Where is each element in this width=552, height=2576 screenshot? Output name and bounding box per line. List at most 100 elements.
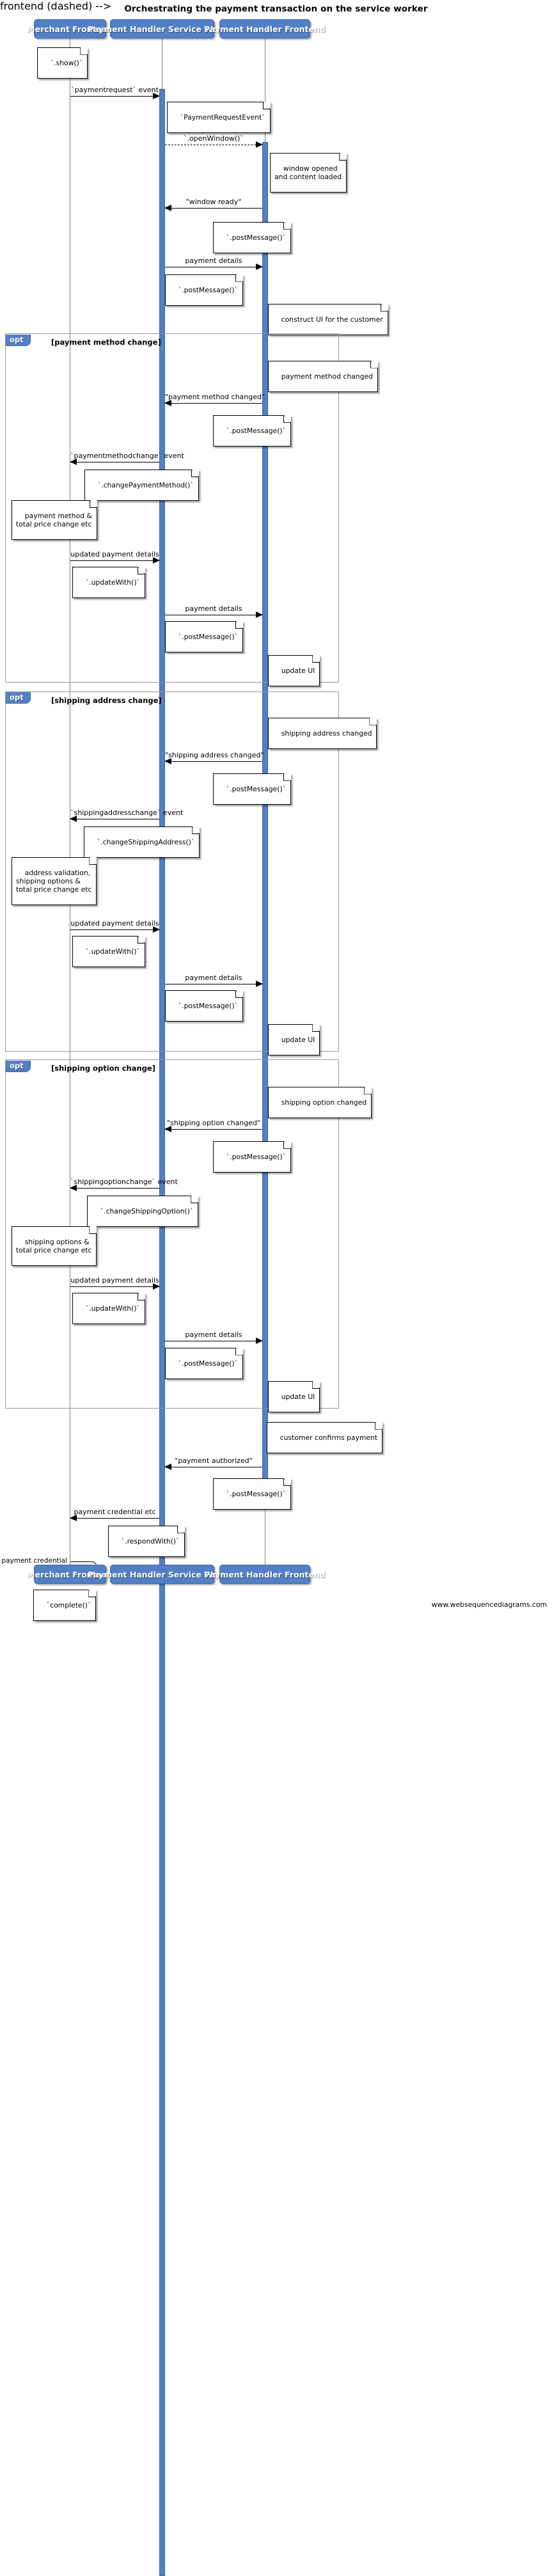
note-show: `.show()`	[37, 47, 88, 79]
footer-watermark: www.websequencediagrams.com	[431, 1600, 547, 1609]
message-shipping-option-changed: "shipping option changed"	[164, 1119, 262, 1133]
note-respond-with: `.respondWith()`	[108, 1525, 185, 1557]
note-text: `.updateWith()`	[85, 947, 140, 956]
note-update-ui-1: update UI	[268, 655, 320, 687]
actor-merchant-frontend-top[interactable]: Merchant Frontend	[27, 19, 113, 38]
note-text: `.updateWith()`	[85, 1304, 140, 1313]
note-text: `.postMessage()`	[178, 1359, 239, 1368]
note-text: `.respondWith()`	[121, 1537, 180, 1545]
fragment-label-opt-3: [shipping option change]	[51, 1064, 155, 1073]
note-change-shipping-option: `.changeShippingOption()`	[87, 1196, 199, 1228]
note-post-message-1: `.postMessage()`	[213, 221, 292, 253]
note-text: `.postMessage()`	[178, 1002, 239, 1011]
message-label: updated payment details	[70, 919, 159, 928]
note-update-ui-3: update UI	[268, 1381, 320, 1413]
note-text: `.postMessage()`	[226, 1152, 287, 1161]
note-text: `.postMessage()`	[226, 1490, 287, 1499]
message-label: validate payment credential	[0, 1557, 67, 1565]
note-construct-ui: construct UI for the customer	[268, 303, 388, 335]
message-shipping-address-changed: "shipping address changed"	[164, 751, 264, 764]
note-window-opened: window opened and content loaded	[270, 153, 347, 193]
note-shipping-options-total-price: shipping options & total price change et…	[12, 1226, 97, 1267]
note-text: `.changePaymentMethod()`	[97, 481, 194, 490]
fragment-tab-opt-2: opt	[6, 692, 31, 704]
message-label: `shippingoptionchange` event	[70, 1178, 178, 1187]
note-text: `.postMessage()`	[226, 784, 287, 793]
note-text: `.postMessage()`	[178, 633, 239, 642]
actor-label: Payment Handler Frontend	[204, 1569, 326, 1579]
note-text: `.postMessage()`	[226, 233, 287, 242]
note-shipping-address-changed: shipping address changed	[268, 717, 377, 749]
actor-label: Payment Handler Frontend	[204, 24, 326, 34]
note-text: customer confirms payment	[280, 1433, 378, 1442]
message-label: `.openWindow()`	[184, 134, 244, 143]
note-customer-confirms-payment: customer confirms payment	[267, 1421, 383, 1453]
note-complete: `complete()`	[33, 1590, 97, 1622]
message-label: "shipping address changed"	[165, 750, 264, 759]
actor-payment-handler-frontend-bottom[interactable]: Payment Handler Frontend	[204, 1565, 326, 1584]
note-text: payment method changed	[281, 372, 373, 381]
fragment-opt-payment-method-change	[5, 333, 339, 683]
note-change-shipping-address: `.changeShippingAddress()`	[84, 826, 200, 858]
actor-payment-handler-frontend-top[interactable]: Payment Handler Frontend	[204, 19, 326, 38]
note-text: shipping option changed	[281, 1098, 367, 1107]
fragment-tab-opt-1: opt	[6, 334, 31, 346]
fragment-label-opt-1: [payment method change]	[51, 338, 161, 347]
message-paymentrequest-event: `paymentrequest` event	[70, 86, 160, 100]
fragment-tab-opt-3: opt	[6, 1060, 31, 1072]
note-update-ui-2: update UI	[268, 1024, 320, 1056]
note-post-message-5: `.postMessage()`	[213, 773, 292, 805]
message-label: `shippingaddresschange` event	[70, 809, 184, 818]
message-label: "payment method changed"	[165, 393, 265, 402]
actor-service-worker-top[interactable]: Payment Handler Service Worker	[88, 19, 237, 38]
note-post-message-8: `.postMessage()`	[165, 1347, 244, 1379]
note-text: `.changeShippingAddress()`	[97, 838, 195, 847]
note-post-message-7: `.postMessage()`	[213, 1141, 292, 1173]
actor-label: Merchant Frontend	[27, 24, 113, 34]
page-title: Orchestrating the payment transaction on…	[124, 4, 428, 14]
fragment-condition: [payment method change]	[51, 337, 161, 347]
message-label: payment details	[185, 256, 242, 265]
note-text: `.updateWith()`	[85, 578, 140, 587]
note-text: update UI	[281, 1036, 315, 1045]
fragment-condition: [shipping option change]	[51, 1063, 155, 1073]
message-label: payment details	[185, 974, 242, 983]
actor-service-worker-bottom[interactable]: Payment Handler Service Worker	[88, 1565, 237, 1584]
message-updated-payment-details-3: updated payment details	[70, 1276, 160, 1290]
actor-label: Merchant Frontend	[27, 1569, 113, 1579]
note-update-with-1: `.updateWith()`	[72, 567, 145, 599]
note-text: window opened and content loaded	[274, 164, 342, 182]
fragment-kind: opt	[10, 1061, 24, 1070]
message-label: updated payment details	[70, 549, 159, 558]
fragment-condition: [shipping address change]	[51, 695, 162, 705]
note-post-message-9: `.postMessage()`	[213, 1478, 292, 1510]
message-label: payment details	[185, 604, 242, 613]
note-update-with-3: `.updateWith()`	[72, 1293, 145, 1325]
message-updated-payment-details-1: updated payment details	[70, 550, 160, 564]
note-text: `.changeShippingOption()`	[100, 1207, 194, 1216]
message-label: payment credential etc	[74, 1507, 156, 1516]
fragment-opt-shipping-address-change	[5, 691, 339, 1052]
fragment-opt-shipping-option-change	[5, 1059, 339, 1409]
message-shippingoptionchange-event: `shippingoptionchange` event	[70, 1178, 178, 1192]
note-text: `.postMessage()`	[226, 426, 287, 435]
note-text: update UI	[281, 667, 315, 676]
message-window-ready: "window ready"	[164, 198, 262, 211]
message-payment-method-changed: "payment method changed"	[164, 393, 265, 407]
fragment-kind: opt	[10, 335, 24, 344]
message-label: "payment authorized"	[175, 1456, 253, 1465]
message-label: updated payment details	[70, 1276, 159, 1284]
actor-label: Payment Handler Service Worker	[88, 24, 237, 34]
fragment-label-opt-2: [shipping address change]	[51, 696, 162, 705]
actor-merchant-frontend-bottom[interactable]: Merchant Frontend	[27, 1565, 113, 1584]
note-text: `.show()`	[50, 58, 83, 67]
actor-label: Payment Handler Service Worker	[88, 1569, 237, 1579]
note-post-message-6: `.postMessage()`	[165, 990, 244, 1022]
note-text: `PaymentRequestEvent`	[180, 113, 265, 122]
note-shipping-option-changed: shipping option changed	[268, 1086, 372, 1118]
note-text: update UI	[281, 1393, 315, 1402]
message-label: `paymentmethodchange` event	[70, 452, 184, 461]
fragment-kind: opt	[10, 693, 24, 702]
message-updated-payment-details-2: updated payment details	[70, 919, 160, 933]
message-label: payment details	[185, 1331, 242, 1339]
